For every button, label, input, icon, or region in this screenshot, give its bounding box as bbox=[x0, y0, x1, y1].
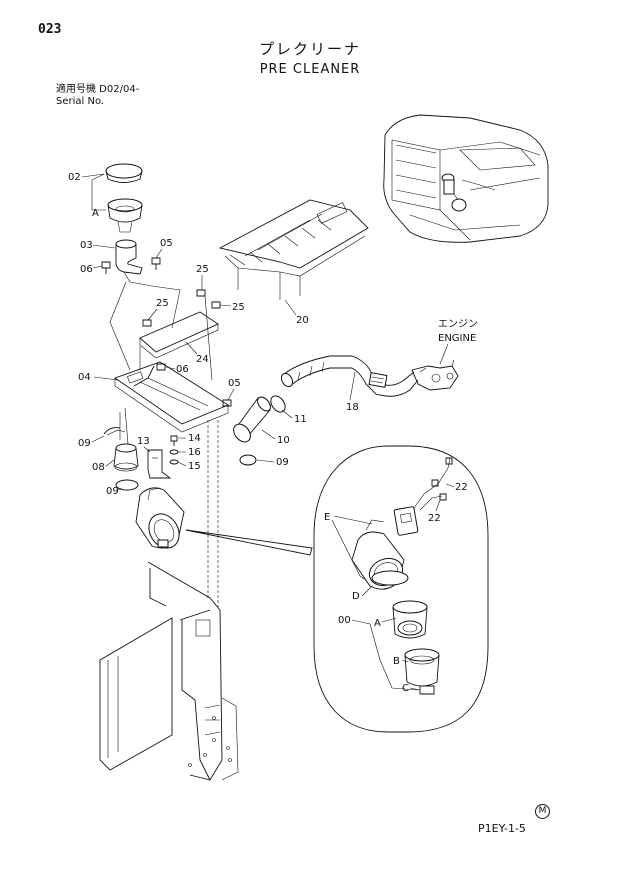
callout-06-lower: 06 bbox=[176, 364, 189, 375]
callout-18: 18 bbox=[346, 402, 359, 413]
part-08-hose bbox=[113, 443, 139, 472]
callout-a-detail: A bbox=[374, 618, 381, 629]
serial-info: 適用号機 D02/04- Serial No. bbox=[56, 84, 139, 108]
part-02-cap bbox=[105, 163, 143, 183]
callout-d: D bbox=[352, 591, 360, 602]
engine-label-english: ENGINE bbox=[438, 333, 476, 344]
callout-25-right: 25 bbox=[232, 302, 245, 313]
callout-14: 14 bbox=[188, 433, 201, 444]
callout-a-upper: A bbox=[92, 208, 99, 219]
callout-08: 08 bbox=[92, 462, 105, 473]
frame-panel bbox=[99, 561, 239, 781]
callout-09-lower: 09 bbox=[106, 486, 119, 497]
engine-label-japanese: エンジン bbox=[438, 319, 478, 330]
callout-25-left: 25 bbox=[156, 298, 169, 309]
part-03-inlet-pipe bbox=[115, 239, 153, 287]
callout-13: 13 bbox=[137, 436, 150, 447]
callout-b: B bbox=[393, 656, 400, 667]
engine-connection bbox=[411, 359, 459, 391]
callout-11: 11 bbox=[294, 414, 307, 425]
callout-15: 15 bbox=[188, 461, 201, 472]
callout-16: 16 bbox=[188, 447, 201, 458]
title-japanese: プレクリーナ bbox=[258, 40, 361, 58]
callout-20: 20 bbox=[296, 315, 309, 326]
title-english: PRE CLEANER bbox=[259, 62, 361, 77]
part-24-bracket-plate bbox=[139, 311, 219, 359]
page-number: 023 bbox=[38, 22, 62, 37]
callout-04: 04 bbox=[78, 372, 91, 383]
part-a-pre-cleaner-body bbox=[107, 198, 143, 233]
callout-25-top: 25 bbox=[196, 264, 209, 275]
serial-applicable-line: 適用号機 D02/04- bbox=[56, 84, 140, 95]
part-10-hose bbox=[233, 396, 271, 443]
callout-00: 00 bbox=[338, 615, 351, 626]
excavator-overview-sketch bbox=[383, 114, 549, 243]
callout-10: 10 bbox=[277, 435, 290, 446]
callout-e: E bbox=[324, 512, 330, 523]
callout-09-left: 09 bbox=[78, 438, 91, 449]
callout-06-upper: 06 bbox=[80, 264, 93, 275]
callout-03: 03 bbox=[80, 240, 93, 251]
part-04-mounting-bracket bbox=[114, 361, 229, 433]
callout-24: 24 bbox=[196, 354, 209, 365]
callout-22-upper: 22 bbox=[455, 482, 468, 493]
callout-22-lower: 22 bbox=[428, 513, 441, 524]
callout-09-right: 09 bbox=[276, 457, 289, 468]
callout-05-upper: 05 bbox=[160, 238, 173, 249]
callout-02: 02 bbox=[68, 172, 81, 183]
part-18-main-hose bbox=[280, 355, 419, 397]
detail-view-bubble bbox=[313, 445, 489, 733]
serial-no-label: Serial No. bbox=[56, 96, 105, 107]
part-13-bracket bbox=[147, 449, 172, 479]
m-mark-icon: M bbox=[535, 804, 550, 819]
callout-05-lower: 05 bbox=[228, 378, 241, 389]
callout-c: C bbox=[402, 683, 409, 694]
air-cleaner-assembly bbox=[135, 487, 185, 549]
part-20-cover bbox=[218, 199, 369, 300]
footer-code: P1EY-1-5 bbox=[478, 822, 526, 835]
